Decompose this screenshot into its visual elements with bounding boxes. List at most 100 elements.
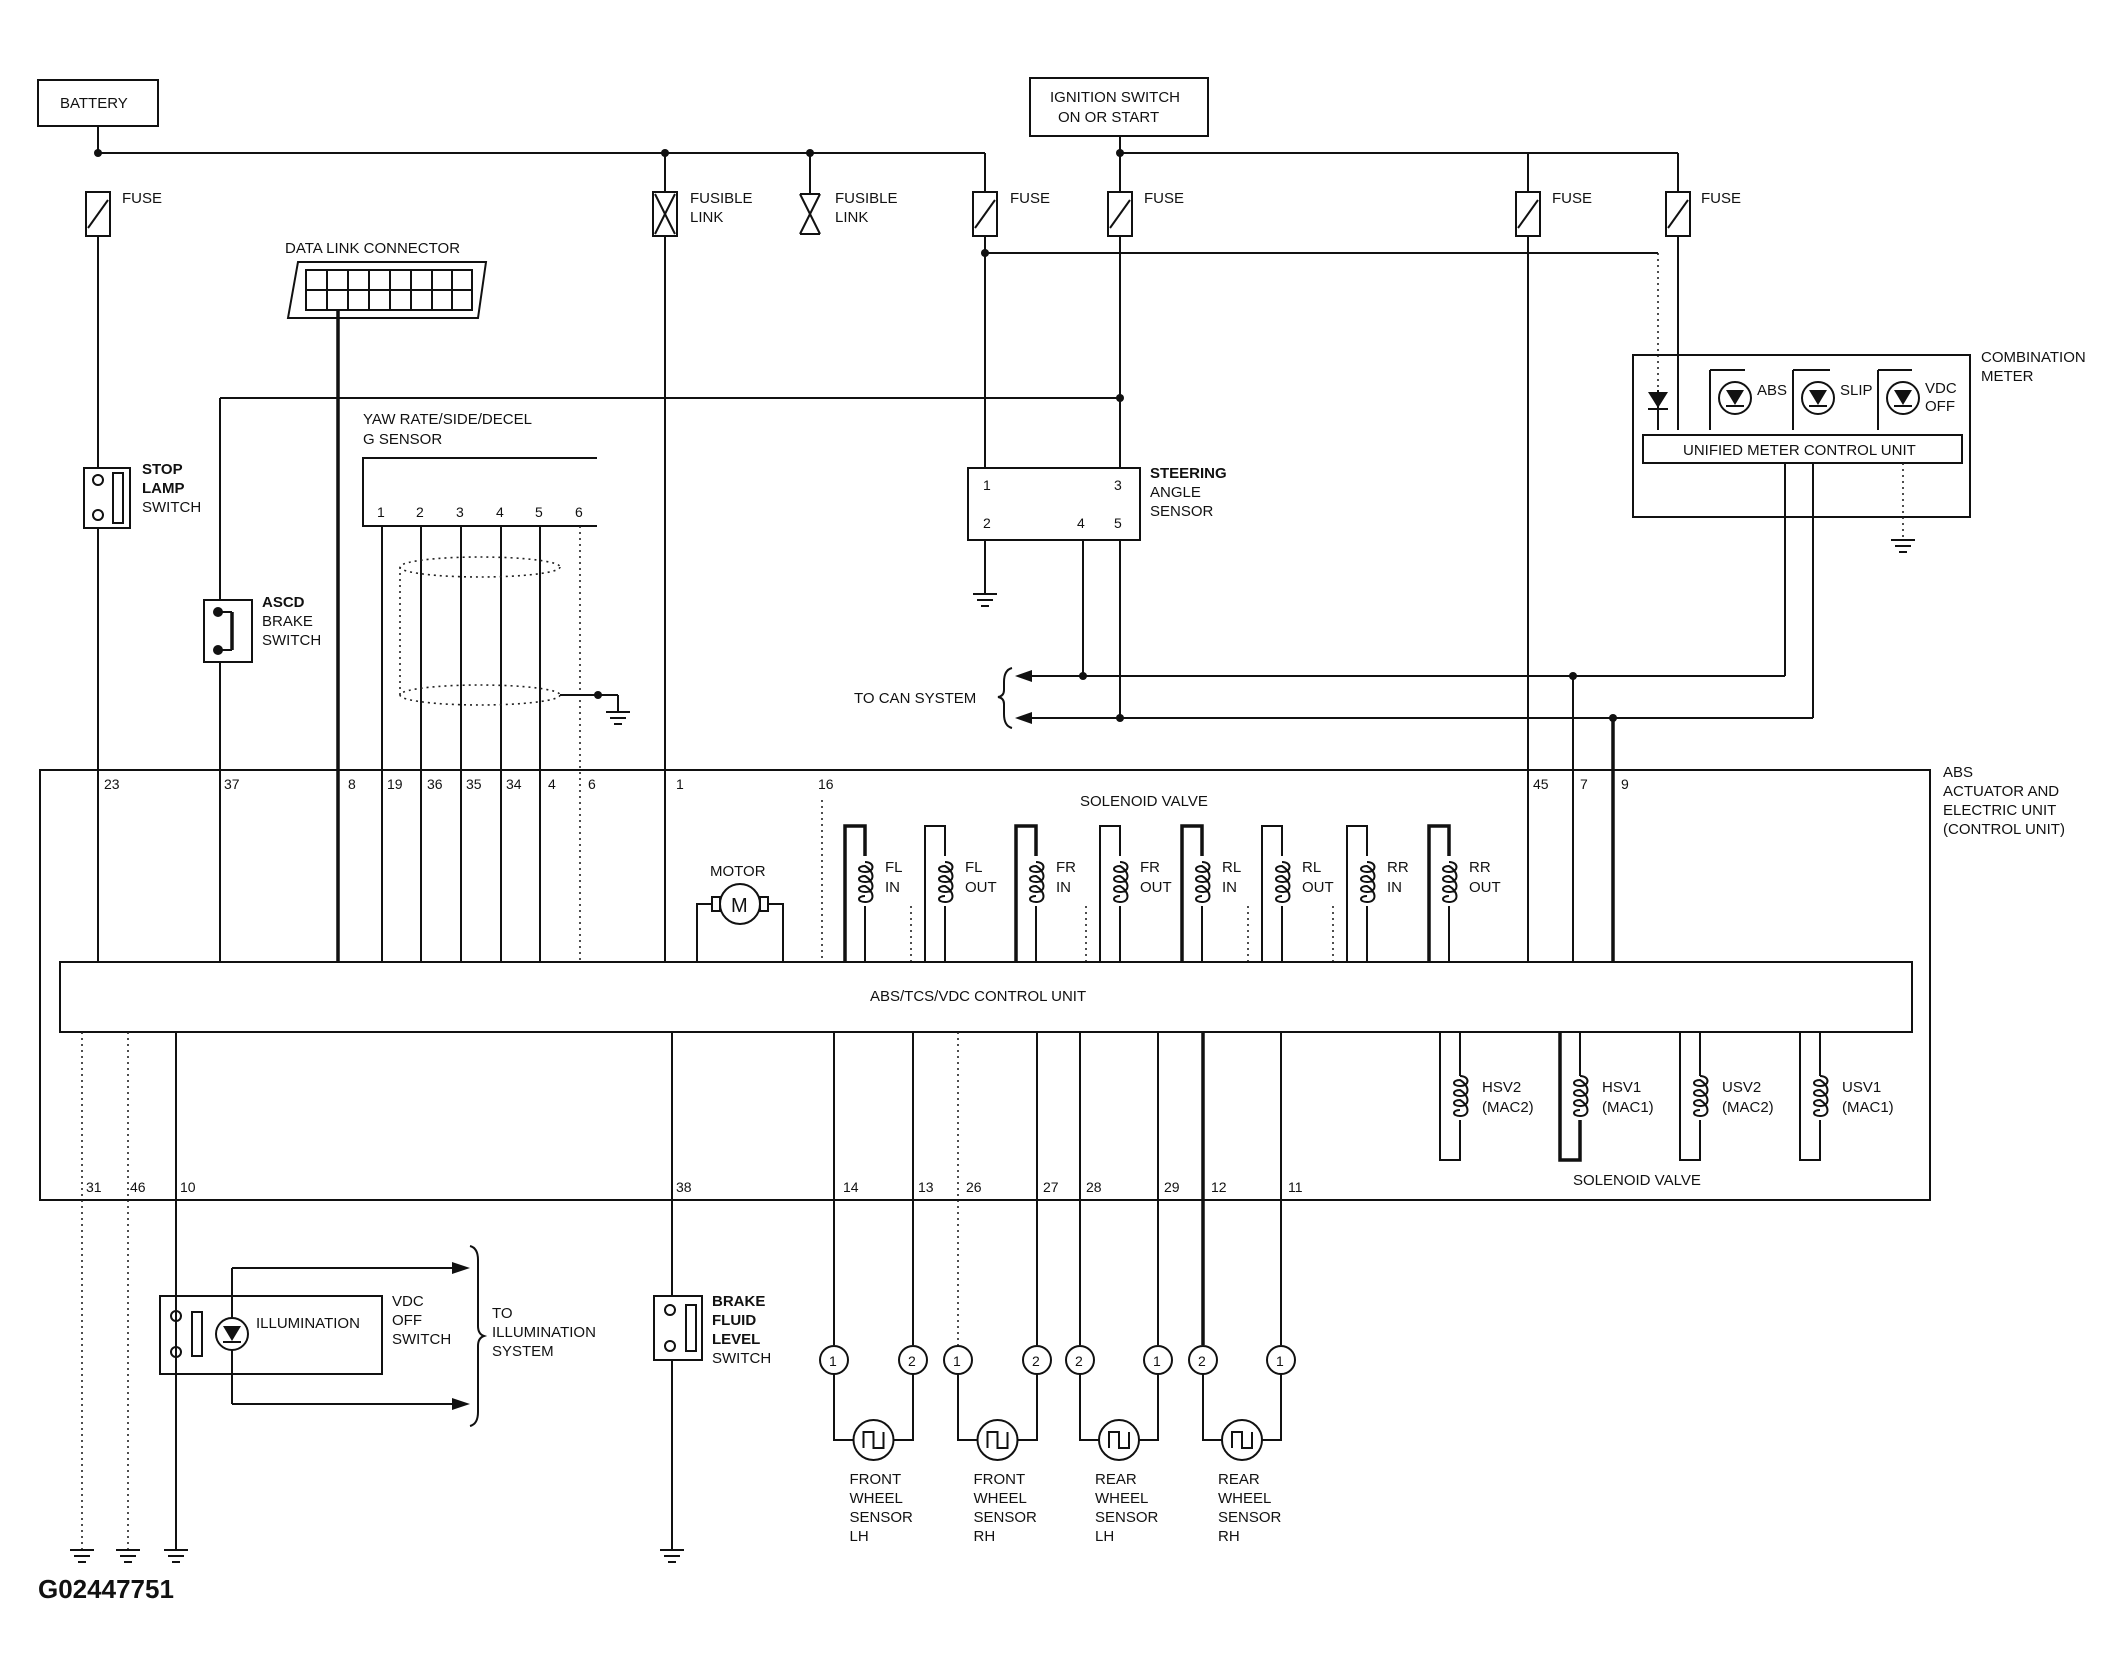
motor: MOTOR M <box>696 863 784 963</box>
lower-valve-label-2: (MAC2) <box>1722 1099 1774 1116</box>
pin-28: 28 <box>1086 1179 1102 1195</box>
pin-23: 23 <box>104 776 120 792</box>
valve-label-1: FL <box>965 859 983 876</box>
stop-lamp-label-3: SWITCH <box>142 499 201 516</box>
yaw-label-2: G SENSOR <box>363 431 442 448</box>
valve-label-2: OUT <box>1469 879 1501 896</box>
fuse-label: FUSE <box>1144 190 1184 207</box>
lower-solenoid-valve-label: SOLENOID VALVE <box>1573 1172 1701 1189</box>
abs-lamp-label: ABS <box>1757 382 1787 399</box>
valve-label-1: FR <box>1140 859 1160 876</box>
lower-valve-label-1: USV1 <box>1842 1079 1881 1096</box>
to-illum-label-3: SYSTEM <box>492 1343 554 1360</box>
lower-valve-label-1: HSV1 <box>1602 1079 1641 1096</box>
top-pins: 23 37 8 19 36 35 34 4 6 1 16 45 7 9 <box>104 776 1629 792</box>
valve-label-1: RR <box>1387 859 1409 876</box>
can-system: TO CAN SYSTEM <box>854 500 1814 962</box>
valve-label-2: OUT <box>1302 879 1334 896</box>
ignition-switch-source: IGNITION SWITCH ON OR START <box>1029 77 1209 137</box>
wheel-pin-label: 2 <box>1075 1353 1083 1369</box>
pin-12: 12 <box>1211 1179 1227 1195</box>
combination-label-2: METER <box>1981 368 2034 385</box>
fuse-abs: FUSE <box>1515 190 1592 237</box>
wheel-sensor-label: RH <box>974 1528 996 1545</box>
motor-symbol: M <box>731 895 748 917</box>
wheel-sensor-label: SENSOR <box>974 1509 1038 1526</box>
combination-meter: COMBINATION METER ABS SLIP VDC OFF UNIFI… <box>1632 236 2086 553</box>
fusible-link-2: FUSIBLE LINK <box>799 190 898 235</box>
lower-valve-label-1: HSV2 <box>1482 1079 1521 1096</box>
wheel-sensor-label: WHEEL <box>1095 1490 1148 1507</box>
wheel-pin-label: 2 <box>1198 1353 1206 1369</box>
valve-label-1: RR <box>1469 859 1491 876</box>
yaw-pin-3: 3 <box>456 504 464 520</box>
wheel-pin-label: 1 <box>1153 1353 1161 1369</box>
yaw-rate-sensor: YAW RATE/SIDE/DECEL G SENSOR 1 2 3 4 5 6 <box>362 411 630 962</box>
pin-19: 19 <box>387 776 403 792</box>
valve-label-2: IN <box>1056 879 1071 896</box>
wheel-sensor-label: LH <box>850 1528 869 1545</box>
wheel-sensor-label: REAR <box>1218 1471 1260 1488</box>
slip-lamp-label: SLIP <box>1840 382 1873 399</box>
pin-8: 8 <box>348 776 356 792</box>
fusible-label-1a: FUSIBLE <box>690 190 753 207</box>
ignition-label-1: IGNITION SWITCH <box>1050 89 1180 106</box>
stop-lamp-label-1: STOP <box>142 461 183 478</box>
wheel-sensor-label: SENSOR <box>1218 1509 1282 1526</box>
wheel-sensor-label: FRONT <box>974 1471 1026 1488</box>
pin-10: 10 <box>180 1179 196 1195</box>
pin-11: 11 <box>1288 1179 1303 1195</box>
solenoid-valve-label: SOLENOID VALVE <box>1080 793 1208 810</box>
valve-label-1: RL <box>1222 859 1241 876</box>
pin-31: 31 <box>86 1179 102 1195</box>
pin-38: 38 <box>676 1179 692 1195</box>
wheel-pin-label: 2 <box>908 1353 916 1369</box>
yaw-pin-2: 2 <box>416 504 424 520</box>
yaw-pin-4: 4 <box>496 504 504 520</box>
solenoid-valve-8: RR OUT <box>1427 824 1501 962</box>
vdc-off-label-2: OFF <box>392 1312 422 1329</box>
valve-label-2: OUT <box>1140 879 1172 896</box>
wheel-pin-label: 1 <box>829 1353 837 1369</box>
battery-label: BATTERY <box>60 95 128 112</box>
pin-35: 35 <box>466 776 482 792</box>
pin-36: 36 <box>427 776 443 792</box>
pin-6: 6 <box>588 776 596 792</box>
steering-pin-3: 3 <box>1114 477 1122 493</box>
brake-label-1: BRAKE <box>712 1293 765 1310</box>
pin-45: 45 <box>1533 776 1549 792</box>
data-link-connector-label: DATA LINK CONNECTOR <box>285 240 460 257</box>
fuse-label: FUSE <box>1701 190 1741 207</box>
wheel-sensor-label: WHEEL <box>974 1490 1027 1507</box>
fusible-label-2a: FUSIBLE <box>835 190 898 207</box>
lower-valve-label-2: (MAC2) <box>1482 1099 1534 1116</box>
brake-label-4: SWITCH <box>712 1350 771 1367</box>
fuse-can: FUSE <box>972 190 1050 237</box>
vdc-off-label-1: VDC <box>392 1293 424 1310</box>
motor-label: MOTOR <box>710 863 766 880</box>
wheel-sensor-label: WHEEL <box>850 1490 903 1507</box>
pin-14: 14 <box>843 1179 859 1195</box>
pin-9: 9 <box>1621 776 1629 792</box>
yaw-pin-1: 1 <box>377 504 385 520</box>
steering-label-1: STEERING <box>1150 465 1227 482</box>
lower-valve-1: HSV2 (MAC2) <box>1439 1032 1534 1161</box>
wheel-pin-label: 1 <box>953 1353 961 1369</box>
abs-unit-label-1: ABS <box>1943 764 1973 781</box>
wheel-sensor-label: SENSOR <box>850 1509 914 1526</box>
fusible-link-1: FUSIBLE LINK <box>652 153 753 237</box>
abs-unit-label-2: ACTUATOR AND <box>1943 783 2059 800</box>
fuse-label: FUSE <box>1552 190 1592 207</box>
ascd-brake-switch: ASCD BRAKE SWITCH <box>203 394 1124 962</box>
pin-27: 27 <box>1043 1179 1059 1195</box>
wheel-sensor-label: WHEEL <box>1218 1490 1271 1507</box>
pin-4: 4 <box>548 776 556 792</box>
pin-26: 26 <box>966 1179 982 1195</box>
